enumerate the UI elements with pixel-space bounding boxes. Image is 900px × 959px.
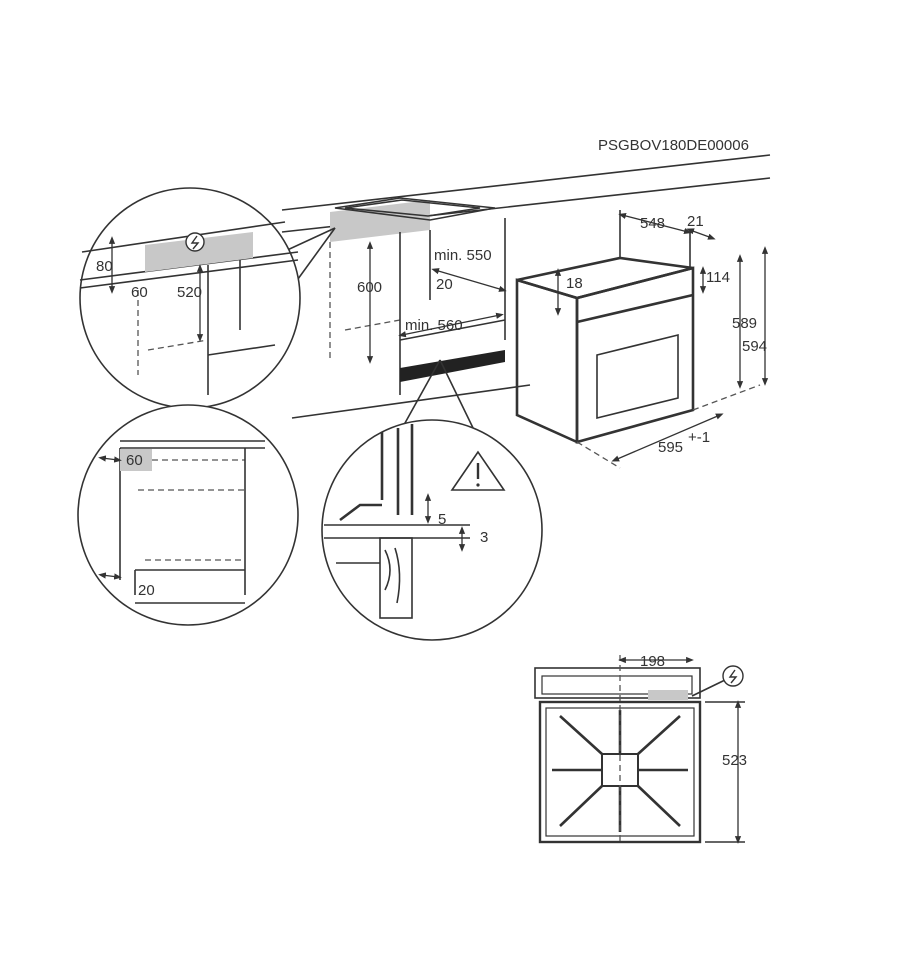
oven-front-label: 21 xyxy=(687,213,704,230)
detail-top-left-height-label: 80 xyxy=(96,258,113,275)
cabinet-depth-label: min. 560 xyxy=(405,317,463,334)
oven-rear-view xyxy=(534,655,745,845)
oven-height-total-label: 594 xyxy=(742,338,767,355)
rear-height-label: 523 xyxy=(722,752,747,769)
oven-width-tolerance: +-1 xyxy=(688,429,710,446)
cabinet-gap-label: 20 xyxy=(436,276,453,293)
oven-depth-label: 548 xyxy=(640,215,665,232)
cabinet-drawing xyxy=(281,154,771,419)
oven-height-body-label: 589 xyxy=(732,315,757,332)
oven-drawing xyxy=(515,210,769,469)
oven-top-label: 18 xyxy=(566,275,583,292)
cabinet-width-label: min. 550 xyxy=(434,247,492,264)
electric-connection-icon xyxy=(722,665,744,687)
detail-circle-top-left xyxy=(79,187,336,409)
product-code: PSGBOV180DE00006 xyxy=(598,137,749,154)
detail-center-gap-label: 5 xyxy=(438,511,446,528)
oven-width-label: 595 xyxy=(658,439,683,456)
detail-circle-left xyxy=(77,404,299,626)
detail-left-top-label: 60 xyxy=(126,452,143,469)
oven-panel-label: 114 xyxy=(706,269,730,286)
electric-connection-icon xyxy=(185,232,205,252)
detail-circle-center xyxy=(321,359,543,641)
detail-top-left-rear-label: 520 xyxy=(177,284,202,301)
cabinet-height-label: 600 xyxy=(357,279,382,296)
detail-center-step-label: 3 xyxy=(480,529,488,546)
detail-top-left-depth-label: 60 xyxy=(131,284,148,301)
rear-offset-label: 198 xyxy=(640,653,665,670)
detail-left-bottom-label: 20 xyxy=(138,582,155,599)
